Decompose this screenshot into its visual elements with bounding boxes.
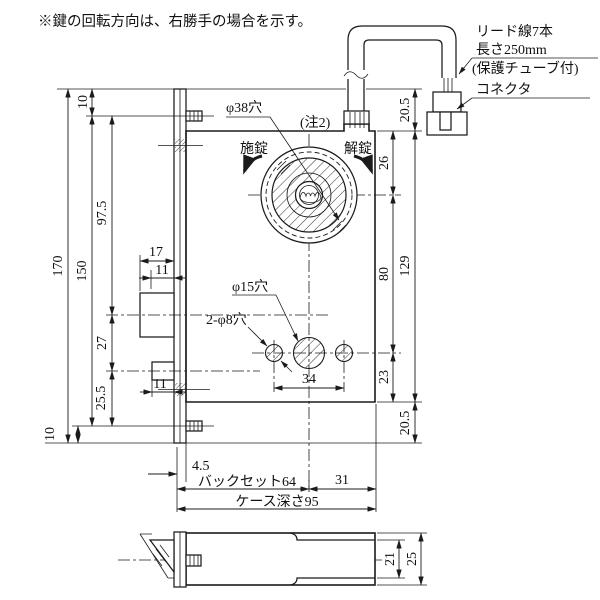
dim-170: 170 [51,256,66,277]
hole-8-right [334,343,354,363]
lock-case [185,123,376,403]
cable-assembly [343,25,468,136]
rose-dashed-circle [265,151,353,239]
rotation-note: ※鍵の回転方向は、右勝手の場合を示す。 [38,13,312,30]
connector [426,91,468,136]
dim-129: 129 [398,256,413,277]
dim-23: 23 [377,370,392,384]
label-hole-38: φ38穴 [226,100,262,116]
label-unlock: 解錠 [344,141,372,157]
dim-97-5: 97.5 [95,201,110,226]
fixing-pin-top [86,110,214,122]
dim-10-top: 10 [76,95,91,109]
latch-profile [139,533,175,579]
label-connector: コネクタ [476,82,531,98]
lock-rotation-arrow [242,154,263,175]
screw-hole-top [175,139,186,145]
label-lead-length: 長さ250mm [476,42,547,58]
case-profile [185,532,376,586]
cable-inner [363,39,443,111]
cylinder [248,134,401,492]
keyhole-emblem [299,192,322,203]
dim-27: 27 [95,336,110,350]
grommet [343,110,370,128]
pin-profile [185,554,202,567]
label-protective-tube: (保護チューブ付) [472,60,579,77]
dimensions-left: 170 10 150 97.5 27 25.5 10 17 11 11 [43,88,186,444]
label-note2: (注2) [300,115,331,131]
dim-4-5: 4.5 [192,459,210,474]
mounting-holes [252,336,401,392]
label-lead-wire: リード線7本 [476,24,553,40]
label-holes-8: 2-φ8穴 [206,312,247,328]
label-lock: 施錠 [240,141,268,157]
dim-31: 31 [335,473,349,488]
dim-25-5: 25.5 [94,386,109,411]
dim-21: 21 [383,552,398,566]
wire-strands [443,78,453,92]
dim-20-5-bottom: 20.5 [398,411,413,436]
hole-15 [292,336,326,370]
dim-80: 80 [377,267,392,281]
dim-case-depth-95: ケース深さ95 [235,494,318,510]
dim-25: 25 [405,552,420,566]
dim-backset-64: バックセット64 [198,474,296,490]
dim-17: 17 [149,245,163,260]
dim-150: 150 [75,261,90,282]
main-view [45,88,422,492]
callouts: リード線7本 長さ250mm (保護チューブ付) コネクタ φ38穴 (注2) … [206,24,598,373]
fixing-pin-bottom [72,420,214,432]
unlock-rotation-arrow [353,154,374,175]
rose-tick-marks [276,160,347,235]
label-hole-15: φ15穴 [232,279,268,295]
bottom-view: 21 25 [118,531,427,588]
dim-11-bottom: 11 [153,377,166,392]
cable-outer [347,25,457,111]
dimensions-bottom: 4.5 バックセット64 31 ケース深さ95 [148,404,377,512]
dim-20-5-top: 20.5 [398,98,413,123]
dim-26: 26 [377,156,392,170]
dim-11-top: 11 [155,263,168,278]
dim-34: 34 [302,372,316,387]
hole-8-left [264,343,284,363]
screw-hole-bottom [175,383,186,389]
cable-break-symbol [343,71,369,79]
dimensions-right: 26 80 23 20.5 129 20.5 34 [273,88,422,444]
dim-10-bottom: 10 [43,427,58,441]
